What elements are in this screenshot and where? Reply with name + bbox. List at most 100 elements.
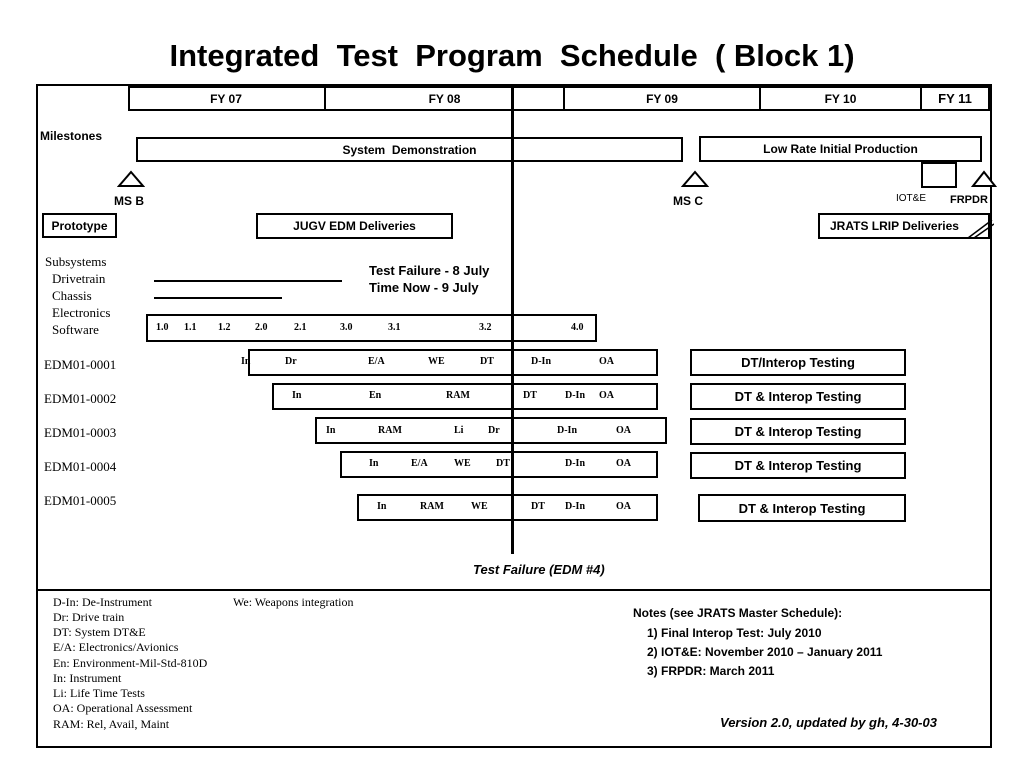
subsystem-item: Electronics [52, 305, 111, 320]
fy-divider [920, 86, 922, 111]
edm-row-label: EDM01-0005 [44, 493, 117, 508]
edm-step: WE [454, 458, 471, 469]
jrats-deliveries-label: JRATS LRIP Deliveries [830, 219, 959, 233]
testing-box: DT & Interop Testing [690, 418, 906, 445]
edm-step: En [369, 390, 382, 401]
milestones-label: Milestones [40, 129, 103, 143]
ms-b-triangle-icon [117, 170, 145, 187]
edm-row-label: EDM01-0001 [44, 357, 117, 372]
edm-step: OA [599, 356, 614, 367]
edm-step: OA [599, 390, 614, 401]
drivetrain-bar [154, 280, 342, 282]
fy-divider [563, 86, 565, 111]
edm-step: OA [616, 458, 631, 469]
edm-schedule-bar [272, 383, 658, 410]
software-version: 3.0 [340, 322, 353, 333]
testing-label: DT & Interop Testing [738, 500, 866, 516]
fy-label: FY 09 [646, 92, 678, 106]
jrats-deliveries-box: JRATS LRIP Deliveries [818, 213, 990, 239]
edm-step: DT [496, 458, 510, 469]
edm-schedule-bar [315, 417, 667, 444]
testing-label: DT & Interop Testing [734, 389, 862, 404]
edm-step: D-In [565, 458, 586, 469]
software-version: 3.2 [479, 322, 492, 333]
fiscal-year-bar [128, 86, 990, 111]
software-version: 1.0 [156, 322, 169, 333]
lrip-bar: Low Rate Initial Production [699, 136, 982, 162]
edm-step: In [326, 425, 336, 436]
edm-step: Dr [285, 356, 297, 367]
legend-item: Li: Life Time Tests [53, 686, 145, 700]
lrip-label: Low Rate Initial Production [763, 142, 918, 156]
notes-item: 3) FRPDR: March 2011 [647, 664, 775, 678]
testing-box: DT & Interop Testing [690, 452, 906, 479]
edm-row-label: EDM01-0003 [44, 425, 117, 440]
notes-header: Notes (see JRATS Master Schedule): [633, 606, 843, 620]
fy-label: FY 08 [428, 92, 461, 106]
time-now-line [511, 86, 514, 554]
software-versions-box [146, 314, 597, 342]
jugv-deliveries-box: JUGV EDM Deliveries [256, 213, 453, 239]
system-demonstration-label: System Demonstration [342, 142, 477, 157]
software-version: 2.1 [294, 322, 307, 333]
edm-schedule-bar [248, 349, 658, 376]
fy-label: FY 11 [938, 91, 972, 106]
edm-step: DT [531, 501, 545, 512]
testing-label: DT/Interop Testing [741, 355, 855, 370]
edm-step: In [377, 501, 387, 512]
edm-row-label: EDM01-0004 [44, 459, 117, 474]
edm-step: OA [616, 425, 631, 436]
edm-schedule-bar [340, 451, 658, 478]
ms-b-label: MS B [114, 194, 144, 208]
prototype-box: Prototype [42, 213, 117, 238]
edm-step: RAM [378, 425, 402, 436]
software-version: 3.1 [388, 322, 401, 333]
legend-divider [36, 589, 992, 591]
edm-step: RAM [420, 501, 444, 512]
edm-step: D-In [565, 501, 586, 512]
edm-step: D-In [557, 425, 578, 436]
system-demonstration-bar: System Demonstration [136, 137, 683, 162]
edm-step: In [241, 356, 251, 367]
legend-item: D-In: De-Instrument [53, 595, 152, 609]
frpdr-label: FRPDR [950, 194, 988, 206]
legend-item: We: Weapons integration [233, 595, 354, 609]
testing-box: DT & Interop Testing [698, 494, 906, 522]
software-version: 1.2 [218, 322, 231, 333]
edm-step: DT [523, 390, 537, 401]
testing-box: DT/Interop Testing [690, 349, 906, 376]
testing-label: DT & Interop Testing [734, 424, 862, 439]
legend-item: Dr: Drive train [53, 610, 125, 624]
fy-label: FY 10 [824, 92, 857, 106]
ms-c-triangle-icon [681, 170, 709, 187]
legend-item: En: Environment-Mil-Std-810D [53, 656, 208, 670]
page-title: Integrated Test Program Schedule ( Block… [169, 38, 855, 73]
frpdr-triangle-icon [971, 170, 997, 187]
edm-step: E/A [368, 356, 385, 367]
test-failure-note: Test Failure - 8 July [369, 263, 490, 278]
version-label: Version 2.0, updated by gh, 4-30-03 [720, 715, 937, 730]
edm-step: WE [471, 501, 488, 512]
edm-step: WE [428, 356, 445, 367]
legend-item: RAM: Rel, Avail, Maint [53, 717, 170, 731]
time-now-note: Time Now - 9 July [369, 280, 479, 295]
edm-step: OA [616, 501, 631, 512]
schedule-frame [36, 84, 992, 748]
edm-step: E/A [411, 458, 428, 469]
prototype-label: Prototype [51, 218, 108, 233]
edm-step: DT [480, 356, 494, 367]
edm-schedule-bar [357, 494, 658, 521]
iote-box [921, 162, 957, 188]
software-version: 1.1 [184, 322, 197, 333]
iote-label: IOT&E [896, 193, 927, 204]
edm-step: D-In [531, 356, 552, 367]
edm-step: Li [454, 425, 464, 436]
software-version: 2.0 [255, 322, 268, 333]
subsystem-item: Drivetrain [52, 271, 106, 286]
edm-step: In [369, 458, 379, 469]
edm-row-label: EDM01-0002 [44, 391, 117, 406]
legend-item: DT: System DT&E [53, 625, 146, 639]
notes-item: 2) IOT&E: November 2010 – January 2011 [647, 645, 883, 659]
legend-item: E/A: Electronics/Avionics [53, 640, 179, 654]
continuation-break-icon [967, 219, 994, 239]
